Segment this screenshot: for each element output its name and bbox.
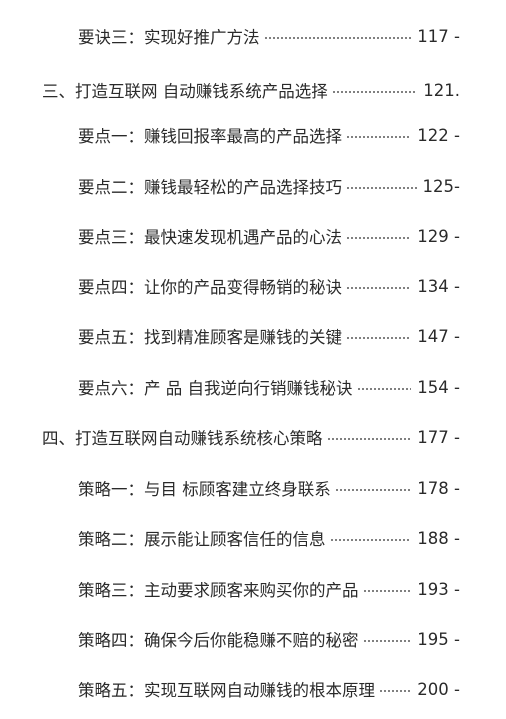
toc-entry-page: 178 - [417, 478, 460, 498]
toc-entry-page: 195 - [417, 629, 460, 649]
toc-entry-page: 147 - [417, 326, 460, 346]
toc-entry-page: 129 - [417, 226, 460, 246]
toc-entry: 策略五：实现互联网自动赚钱的根本原理 200 - [78, 674, 460, 704]
dot-leader [346, 237, 412, 239]
toc-entry-title: 要点四：让你的产品变得畅销的秘诀 [78, 278, 342, 297]
toc-entry-page: 154 - [417, 377, 460, 397]
toc-entry-title: 策略四：确保今后你能稳赚不赔的秘密 [78, 631, 359, 650]
dot-leader [362, 640, 412, 642]
dot-leader [329, 539, 412, 541]
dot-leader [334, 489, 412, 491]
toc-entry-title: 策略一：与目 标顾客建立终身联系 [78, 480, 331, 499]
toc-entry: 要诀三：实现好推广方法 117 - [78, 21, 460, 51]
toc-entry-title: 要点六：产 品 自我逆向行销赚钱秘诀 [78, 379, 353, 398]
toc-entry-title: 要点一：赚钱回报率最高的产品选择 [78, 127, 342, 146]
toc-entry-title: 四、打造互联网自动赚钱系统核心策略 [42, 429, 323, 448]
toc-entry: 要点四：让你的产品变得畅销的秘诀 134 - [78, 271, 460, 301]
toc-entry: 策略三：主动要求顾客来购买你的产品 193 - [78, 574, 460, 604]
dot-leader [362, 590, 412, 592]
dot-leader [326, 438, 412, 440]
toc-section-heading: 四、打造互联网自动赚钱系统核心策略 177 - [42, 422, 460, 452]
dot-leader [356, 388, 412, 390]
dot-leader [346, 136, 412, 138]
toc-entry-page: 122 - [417, 125, 460, 145]
dot-leader [346, 337, 412, 339]
dot-leader [346, 187, 417, 189]
toc-entry-title: 要点三：最快速发现机遇产品的心法 [78, 228, 342, 247]
toc-entry-title: 要诀三：实现好推广方法 [78, 28, 260, 47]
toc-section-heading: 三、打造互联网 自动赚钱系统产品选择 121. [42, 75, 460, 105]
dot-leader [379, 690, 412, 692]
toc-entry-page: 200 - [417, 679, 460, 699]
toc-entry-title: 策略三：主动要求顾客来购买你的产品 [78, 581, 359, 600]
toc-entry: 要点二：赚钱最轻松的产品选择技巧 125- [78, 171, 460, 201]
toc-entry-title: 策略五：实现互联网自动赚钱的根本原理 [78, 681, 375, 700]
toc-entry-page: 193 - [417, 579, 460, 599]
toc-entry-page: 177 - [417, 427, 460, 447]
toc-entry-title: 要点二：赚钱最轻松的产品选择技巧 [78, 178, 342, 197]
toc-entry-title: 策略二：展示能让顾客信任的信息 [78, 530, 326, 549]
toc-entry: 策略四：确保今后你能稳赚不赔的秘密 195 - [78, 624, 460, 654]
toc-entry: 要点六：产 品 自我逆向行销赚钱秘诀 154 - [78, 372, 460, 402]
toc-entry-page: 188 - [417, 528, 460, 548]
toc-entry: 策略一：与目 标顾客建立终身联系 178 - [78, 473, 460, 503]
dot-leader [263, 37, 412, 39]
toc-entry: 要点五：找到精准顾客是赚钱的关键 147 - [78, 321, 460, 351]
dot-leader [331, 91, 418, 93]
dot-leader [346, 287, 412, 289]
toc-entry-page: 134 - [417, 276, 460, 296]
toc-entry-page: 125- [422, 176, 460, 196]
toc-entry-page: 117 - [417, 26, 460, 46]
toc-entry: 策略二：展示能让顾客信任的信息 188 - [78, 523, 460, 553]
toc-entry-title: 要点五：找到精准顾客是赚钱的关键 [78, 328, 342, 347]
toc-entry-title: 三、打造互联网 自动赚钱系统产品选择 [42, 82, 328, 101]
toc-entry: 要点三：最快速发现机遇产品的心法 129 - [78, 221, 460, 251]
toc-entry: 要点一：赚钱回报率最高的产品选择 122 - [78, 120, 460, 150]
toc-entry-page: 121. [423, 80, 460, 100]
